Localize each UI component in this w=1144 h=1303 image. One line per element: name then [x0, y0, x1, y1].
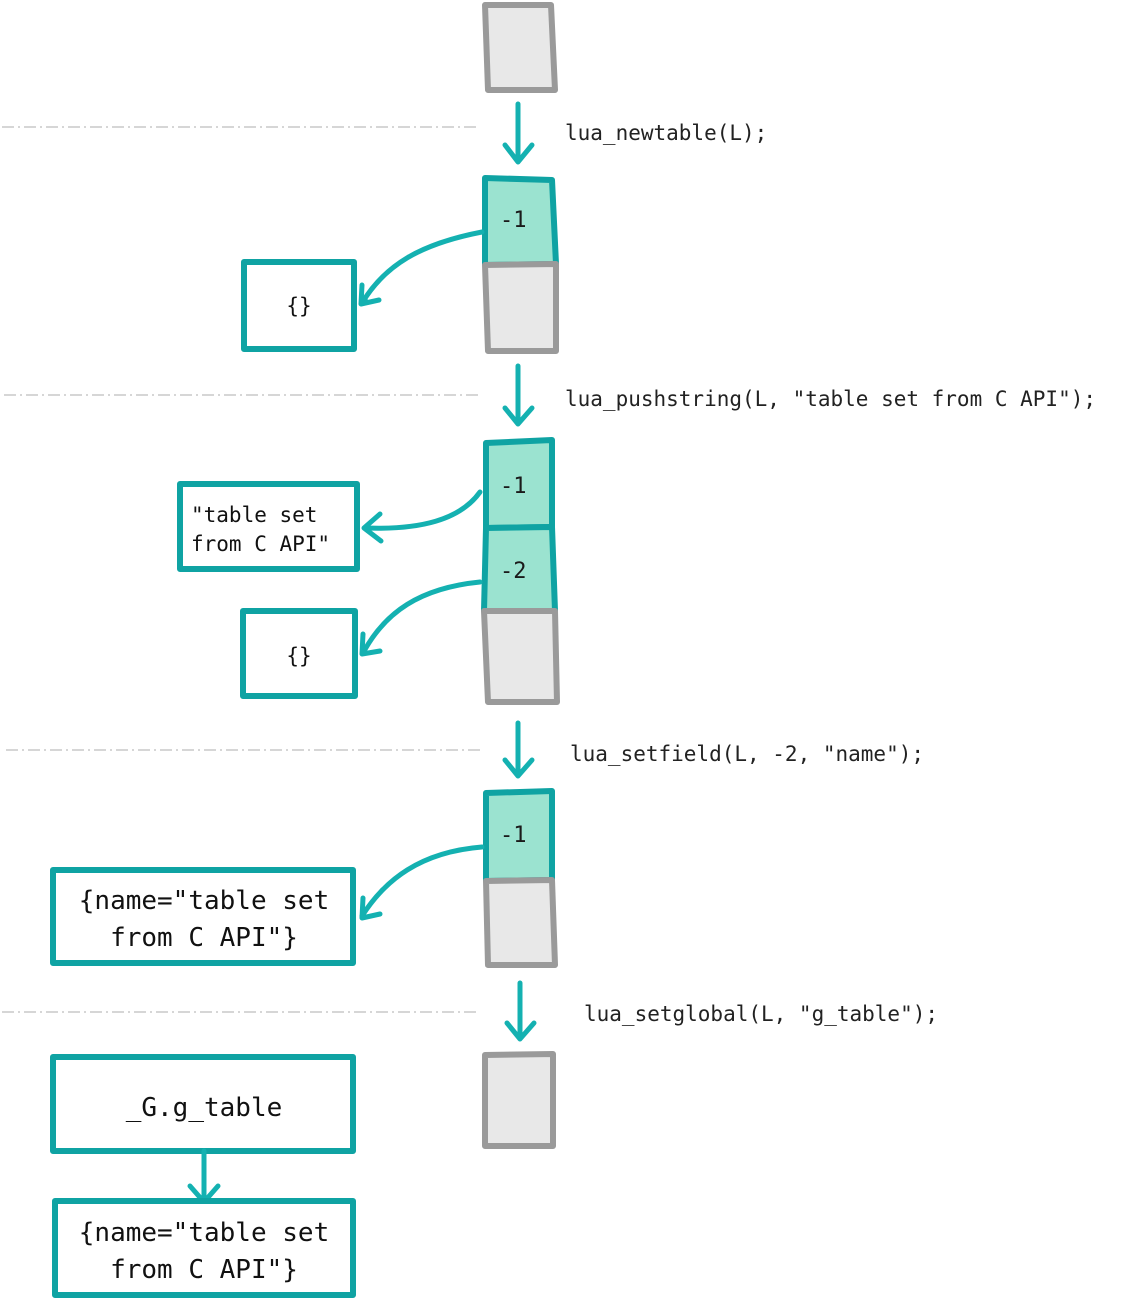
stack-index-minus1: -1	[500, 823, 527, 848]
stack-base-slot-final	[482, 1051, 556, 1149]
code-lua-pushstring: lua_pushstring(L, "table set from C API"…	[565, 387, 1096, 411]
step-arrow-1	[502, 101, 535, 165]
string-value-line1: "table set	[191, 503, 317, 527]
reference-arrow-4-head	[359, 895, 383, 921]
table-value-text: {}	[286, 644, 311, 668]
stack-index-minus2: -2	[500, 559, 527, 584]
stack-slot-base	[482, 261, 559, 354]
reference-arrow-1	[362, 229, 485, 303]
reference-arrow-3	[360, 579, 483, 656]
stack-stage-pushstring: -1 -2	[481, 437, 560, 705]
string-value-box	[177, 481, 360, 572]
code-lua-newtable: lua_newtable(L);	[565, 121, 767, 145]
reference-arrow-2	[362, 489, 483, 531]
step-arrow-4	[504, 980, 537, 1042]
step-arrow-2	[502, 363, 535, 427]
stack-slot-base	[483, 877, 558, 968]
reference-arrow-2-head	[361, 511, 384, 544]
table-value-box	[241, 259, 357, 352]
stack-base-slot-initial	[482, 2, 558, 93]
string-value-line2: from C API"	[191, 532, 330, 556]
stack-stage-newtable: -1	[482, 175, 559, 354]
stack-index-minus1: -1	[500, 474, 527, 499]
stack-index-minus1: -1	[500, 208, 527, 233]
global-table-box	[52, 1198, 356, 1298]
code-lua-setfield: lua_setfield(L, -2, "name");	[570, 742, 924, 766]
step-arrow-3	[502, 720, 535, 779]
global-name-text: _G.g_table	[126, 1093, 283, 1123]
global-reference-arrow	[187, 1148, 221, 1205]
code-lua-setglobal: lua_setglobal(L, "g_table");	[584, 1002, 938, 1026]
table-with-name-line1: {name="table set	[79, 886, 329, 916]
global-name-box	[50, 1054, 356, 1154]
stack-stage-setfield: -1	[483, 788, 558, 968]
stack-slot-base	[481, 608, 560, 705]
reference-arrow-1-head	[358, 282, 382, 307]
table-with-name-box	[50, 867, 356, 966]
reference-arrow-3-head	[359, 631, 383, 657]
reference-arrow-4	[359, 844, 485, 919]
global-table-line2: from C API"}	[110, 1255, 298, 1285]
table-value-box	[240, 608, 358, 699]
global-table-line1: {name="table set	[79, 1218, 329, 1248]
table-with-name-line2: from C API"}	[110, 923, 298, 953]
table-value-text: {}	[286, 294, 311, 318]
